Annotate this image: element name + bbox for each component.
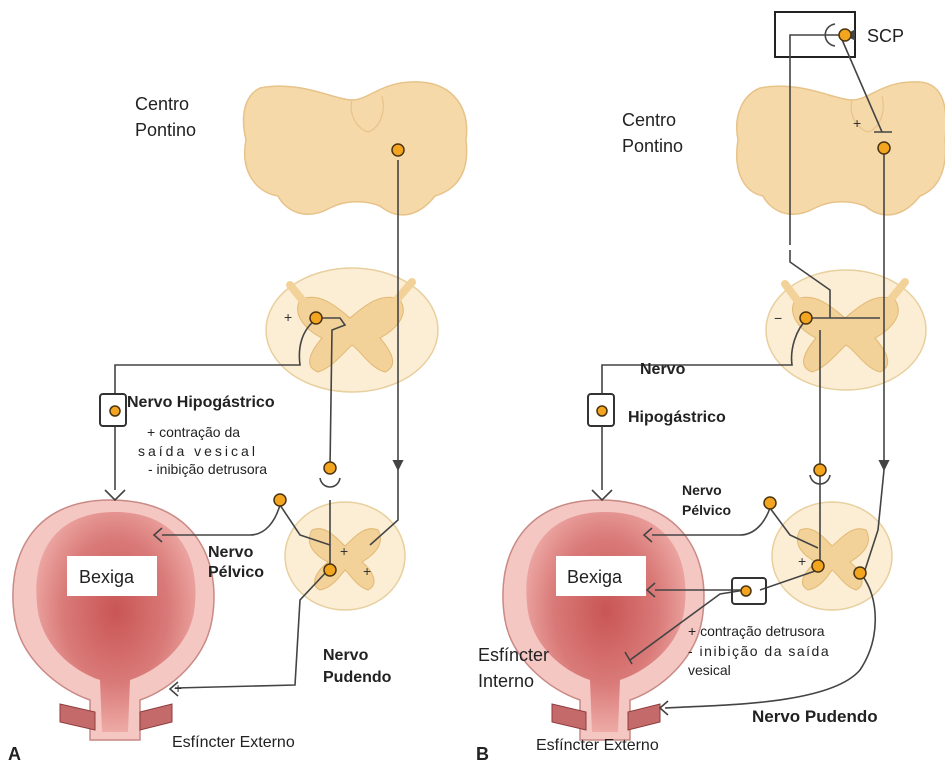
brain-label-b-line1: Centro: [622, 110, 676, 130]
bladder-label-b: Bexiga: [567, 567, 623, 587]
brain-label-a-line2: Pontino: [135, 120, 196, 140]
brain-label-a-line1: Centro: [135, 94, 189, 114]
external-sphincter-label-a: Esfíncter Externo: [172, 734, 295, 751]
pelvic-nerve-label-a-line2: Pélvico: [208, 564, 264, 581]
pudendal-nerve-label-a-line2: Pudendo: [323, 669, 392, 686]
internal-sphincter-label-line2: Interno: [478, 671, 534, 691]
pontine-neuron-a: [392, 144, 404, 156]
brain-label-b-line2: Pontino: [622, 136, 683, 156]
hypogastric-nerve-label-a: Nervo Hipogástrico: [127, 394, 275, 411]
external-sphincter-label-b: Esfíncter Externo: [536, 737, 659, 754]
diagram-b: SCP Centro Pontino Bexiga: [476, 12, 945, 764]
pudendal-nerve-label-a-line1: Nervo: [323, 647, 369, 664]
effect-b-line1: + contração detrusora: [688, 623, 825, 639]
effect-b-line2: - inibição da saída: [688, 643, 830, 659]
hypogastric-nerve-label-b-line2: Hipogástrico: [628, 409, 726, 426]
effect-a-line3: - inibição detrusora: [148, 461, 267, 477]
thoracolumbar-neuron-b: [800, 312, 812, 324]
pelvic-nerve-label-b-line2: Pélvico: [682, 502, 731, 518]
pelvic-nerve-label-a-line1: Nervo: [208, 544, 254, 561]
sign-a-4: +: [174, 680, 182, 696]
sign-b-1: +: [853, 115, 861, 131]
effect-a-line2: saída vesical: [138, 443, 258, 459]
scp-label: SCP: [867, 26, 904, 46]
pontine-neuron-b: [878, 142, 890, 154]
effect-a-line1: + contração da: [147, 424, 240, 440]
pudendal-nerve-label-b: Nervo Pudendo: [752, 707, 878, 726]
bladder-label-a: Bexiga: [79, 567, 135, 587]
pelvic-ganglion-neuron-b: [764, 497, 776, 509]
bladder-a: [13, 500, 214, 740]
pontine-center-section-b: [737, 82, 945, 215]
pontine-center-section-a: [244, 82, 467, 215]
sign-a-3: +: [363, 563, 371, 579]
effect-b-line3: vesical: [688, 662, 731, 678]
pelvic-nerve-label-b-line1: Nervo: [682, 482, 722, 498]
sacral-neuron-b-2: [854, 567, 866, 579]
sign-a-2: +: [340, 543, 348, 559]
pelvic-ganglion-neuron-a: [274, 494, 286, 506]
sign-b-3: +: [798, 553, 806, 569]
sign-a-1: +: [284, 309, 292, 325]
sacral-neuron-b-1: [812, 560, 824, 572]
thoracolumbar-cord-a: [266, 268, 438, 392]
thoracolumbar-neuron-a: [310, 312, 322, 324]
ganglion-neuron-b: [597, 406, 607, 416]
bladder-b: [503, 500, 704, 740]
internal-sphincter-label-line1: Esfíncter: [478, 645, 549, 665]
hypogastric-nerve-label-b-line1: Nervo: [640, 361, 686, 378]
sacral-cord-b: [772, 502, 892, 610]
panel-label-a: A: [8, 744, 21, 764]
thoracolumbar-cord-b: [766, 270, 926, 390]
scp-neuron: [839, 29, 851, 41]
sacral-neuron-a: [324, 564, 336, 576]
ganglion-neuron-a: [110, 406, 120, 416]
pelvic-preganglionic-neuron-b: [814, 464, 826, 476]
bladder-ganglion-neuron-b: [741, 586, 751, 596]
panel-label-b: B: [476, 744, 489, 764]
pelvic-preganglionic-neuron-a: [324, 462, 336, 474]
diagram-a: Centro Pontino Bexiga: [8, 82, 467, 764]
sign-b-2: −: [774, 310, 782, 326]
